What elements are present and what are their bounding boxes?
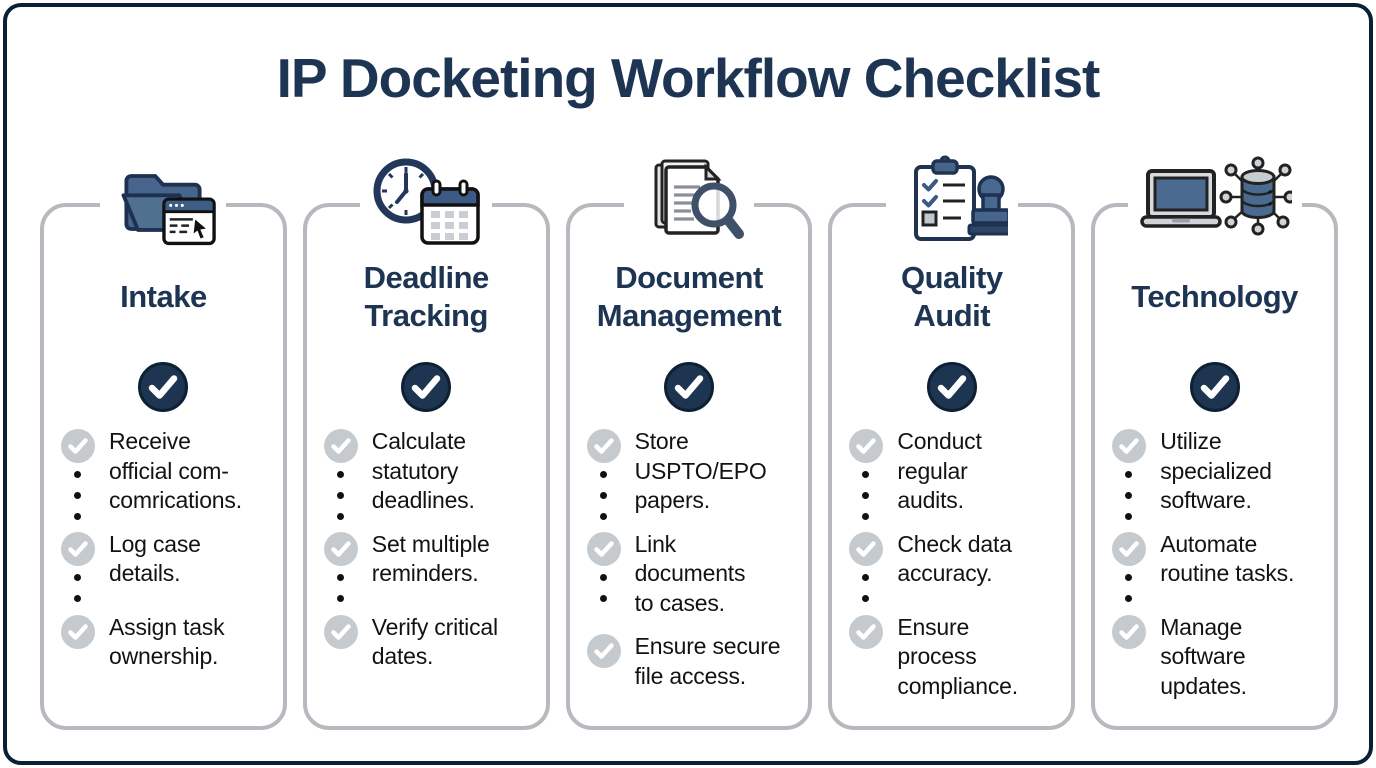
laptop-network-icon bbox=[1127, 155, 1302, 250]
checklist-item: Set multiple reminders. bbox=[323, 530, 542, 613]
checklist-item: Link documents to cases. bbox=[586, 530, 805, 633]
dot-separator bbox=[74, 573, 81, 602]
checklist-item-text: Calculate statutory deadlines. bbox=[371, 428, 475, 513]
gray-check-icon bbox=[60, 428, 96, 464]
checklist-item: Calculate statutory deadlines. bbox=[323, 427, 542, 530]
documents-magnifier-icon bbox=[623, 155, 754, 250]
checklist: Utilize specialized software. Automate r… bbox=[1095, 427, 1334, 701]
checklist-item: Ensure process compliance. bbox=[848, 613, 1067, 702]
checklist-item-text: Store USPTO/EPO papers. bbox=[634, 428, 767, 513]
checklist-item-text: Ensure process compliance. bbox=[897, 613, 1018, 699]
checklist-item: Log case details. bbox=[60, 530, 279, 613]
checklist-item: Verify critical dates. bbox=[323, 613, 542, 672]
checklist-item-text: Link documents to cases. bbox=[634, 530, 746, 616]
clipboard-stamp-icon bbox=[885, 155, 1018, 250]
checklist-item: Utilize specialized software. bbox=[1111, 427, 1330, 530]
checklist: Calculate statutory deadlines. Set multi… bbox=[307, 427, 546, 672]
checklist-item-text: Verify critical dates. bbox=[371, 613, 498, 670]
checklist-item: Store USPTO/EPO papers. bbox=[586, 427, 805, 530]
checklist-item: Check data accuracy. bbox=[848, 530, 1067, 613]
gray-check-icon bbox=[323, 531, 359, 567]
checklist-item-text: Automate routine tasks. bbox=[1160, 530, 1295, 587]
gray-check-icon bbox=[1111, 531, 1147, 567]
check-circle-icon bbox=[400, 361, 452, 413]
card-title: Document Management bbox=[596, 259, 782, 333]
gray-check-icon bbox=[323, 428, 359, 464]
checklist: Store USPTO/EPO papers. Link documents t… bbox=[570, 427, 809, 691]
check-circle-icon bbox=[1189, 361, 1241, 413]
dot-separator bbox=[1125, 471, 1133, 520]
checklist: Conduct regular audits. Check data accur… bbox=[832, 427, 1071, 701]
card-title: Technology bbox=[1131, 278, 1298, 314]
card-technology: Technology Utilize specialized software. bbox=[1091, 155, 1338, 730]
checklist-item-text: Assign task ownership. bbox=[109, 613, 225, 670]
checklist-item-text: Manage software updates. bbox=[1160, 613, 1247, 699]
dot-separator bbox=[74, 471, 81, 520]
gray-check-icon bbox=[60, 531, 96, 567]
dot-separator bbox=[862, 573, 870, 602]
card-title: Deadline Tracking bbox=[363, 259, 490, 333]
checklist-item: Automate routine tasks. bbox=[1111, 530, 1330, 613]
check-circle-icon bbox=[926, 361, 978, 413]
gray-check-icon bbox=[586, 633, 622, 669]
page-title: IP Docketing Workflow Checklist bbox=[276, 47, 1101, 109]
checklist-item: Conduct regular audits. bbox=[848, 427, 1067, 530]
dot-separator bbox=[599, 471, 607, 520]
gray-check-icon bbox=[586, 428, 622, 464]
checklist-item: Ensure secure file access. bbox=[586, 632, 805, 691]
checklist-item: Manage software updates. bbox=[1111, 613, 1330, 702]
dot-separator bbox=[862, 471, 870, 520]
gray-check-icon bbox=[848, 428, 884, 464]
check-circle-icon bbox=[663, 361, 715, 413]
card-deadline-tracking: Deadline Tracking Calculate statutory de… bbox=[302, 155, 550, 730]
gray-check-icon bbox=[1111, 428, 1147, 464]
checklist-item-text: Ensure secure file access. bbox=[634, 633, 781, 689]
dot-separator bbox=[336, 573, 344, 602]
checklist: Receive official com- comrications. Log … bbox=[44, 427, 283, 672]
checklist-item: Receive official com- comrications. bbox=[60, 427, 279, 530]
gray-check-icon bbox=[586, 531, 622, 567]
checklist-item-text: Set multiple reminders. bbox=[371, 530, 490, 587]
gray-check-icon bbox=[848, 531, 884, 567]
check-circle-icon bbox=[137, 361, 189, 413]
dot-separator bbox=[336, 471, 344, 520]
card-row: Intake Receive official com- comrication… bbox=[40, 155, 1338, 730]
card-document-management: Document Management Store USPTO/EPO pape… bbox=[565, 155, 813, 730]
dot-separator bbox=[1125, 573, 1133, 602]
folder-window-icon bbox=[100, 155, 227, 250]
card-quality-audit: Quality Audit Conduct regular audits. bbox=[828, 155, 1076, 730]
checklist-item-text: Conduct regular audits. bbox=[897, 428, 982, 513]
clock-calendar-icon bbox=[360, 155, 493, 250]
gray-check-icon bbox=[323, 614, 359, 650]
checklist-item-text: Log case details. bbox=[109, 530, 201, 587]
card-title: Intake bbox=[120, 278, 207, 314]
checklist-item: Assign task ownership. bbox=[60, 613, 279, 672]
gray-check-icon bbox=[1111, 614, 1147, 650]
dot-separator bbox=[599, 573, 607, 602]
checklist-item-text: Utilize specialized software. bbox=[1160, 428, 1272, 513]
checklist-item-text: Receive official com- comrications. bbox=[109, 428, 242, 513]
card-intake: Intake Receive official com- comrication… bbox=[40, 155, 287, 730]
gray-check-icon bbox=[60, 614, 96, 650]
gray-check-icon bbox=[848, 614, 884, 650]
checklist-item-text: Check data accuracy. bbox=[897, 530, 1012, 587]
card-title: Quality Audit bbox=[900, 259, 1003, 333]
